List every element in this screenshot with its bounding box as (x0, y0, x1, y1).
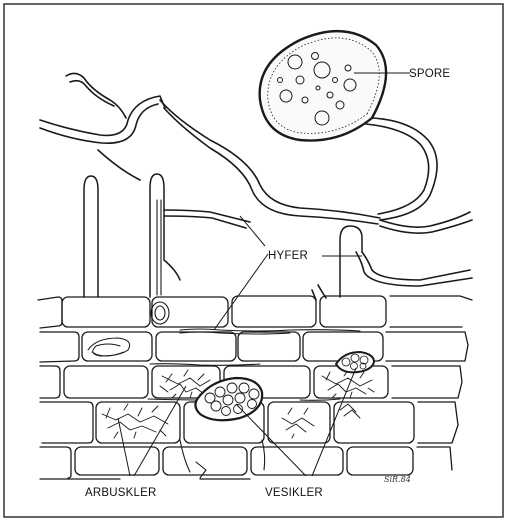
arbuscule-5 (340, 404, 360, 418)
label-spore: SPORE (409, 68, 450, 80)
arbuscule-2 (322, 370, 374, 398)
hyfer-leader-upper (240, 216, 265, 246)
label-vesikler: VESIKLER (265, 487, 323, 499)
arbuscule-4 (282, 408, 314, 438)
artist-signature: SiR.84 (384, 475, 411, 484)
spore (260, 31, 437, 220)
vesikler-leader-2 (312, 368, 356, 476)
external-hyphae (40, 73, 472, 300)
hyfer-leader-lower (214, 254, 268, 330)
label-arbuskler: ARBUSKLER (85, 487, 156, 499)
vesicle-large (195, 378, 262, 420)
hyphal-coil (88, 338, 130, 356)
arbuscule-3 (102, 404, 168, 438)
root-hairs (84, 174, 362, 297)
vesicles (195, 352, 374, 420)
label-hyfer: HYFER (268, 250, 308, 262)
